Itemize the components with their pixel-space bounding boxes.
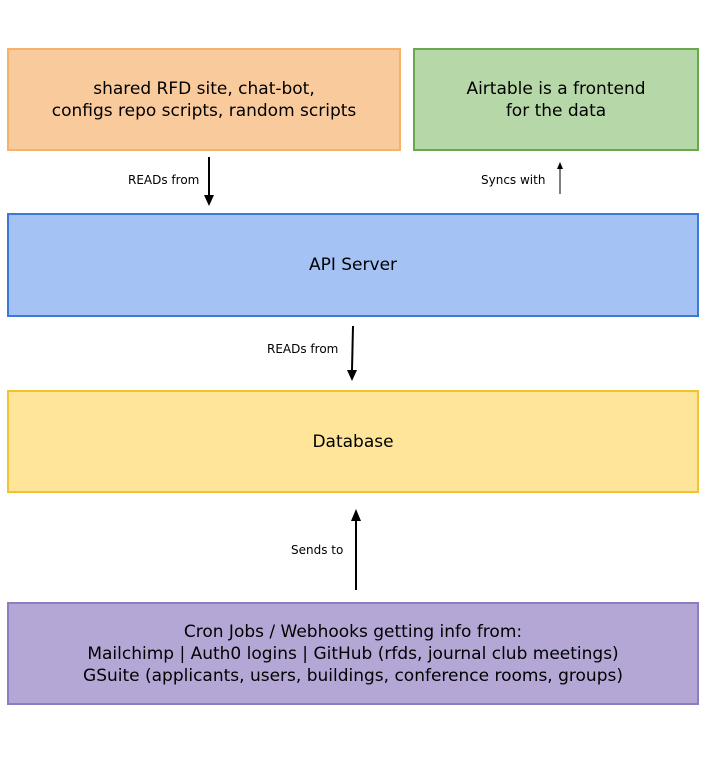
api-server-box: API Server xyxy=(7,213,699,317)
label-reads-from-middle: READs from xyxy=(267,342,339,356)
airtable-line-1: Airtable is a frontend xyxy=(466,78,646,99)
arrow-api-to-db xyxy=(347,325,357,381)
label-sends-to: Sends to xyxy=(291,543,344,557)
clients-box: shared RFD site, chat-bot, configs repo … xyxy=(7,48,401,151)
database-box: Database xyxy=(7,390,699,493)
label-reads-from-top: READs from xyxy=(128,173,200,187)
label-syncs-with: Syncs with xyxy=(481,173,546,187)
arrow-airtable-sync xyxy=(557,162,563,194)
airtable-box: Airtable is a frontend for the data xyxy=(413,48,699,151)
cron-line-2: Mailchimp | Auth0 logins | GitHub (rfds,… xyxy=(87,643,619,664)
database-label: Database xyxy=(312,431,394,452)
clients-line-1: shared RFD site, chat-bot, xyxy=(93,78,315,99)
api-server-label: API Server xyxy=(308,255,398,275)
arrow-clients-to-api xyxy=(204,157,214,206)
arrow-cron-to-db xyxy=(351,509,361,590)
clients-line-2: configs repo scripts, random scripts xyxy=(51,100,357,121)
airtable-line-2: for the data xyxy=(505,100,607,121)
cron-line-1: Cron Jobs / Webhooks getting info from: xyxy=(183,621,523,642)
cron-line-3: GSuite (applicants, users, buildings, co… xyxy=(83,665,623,686)
cron-jobs-box: Cron Jobs / Webhooks getting info from: … xyxy=(7,602,699,705)
